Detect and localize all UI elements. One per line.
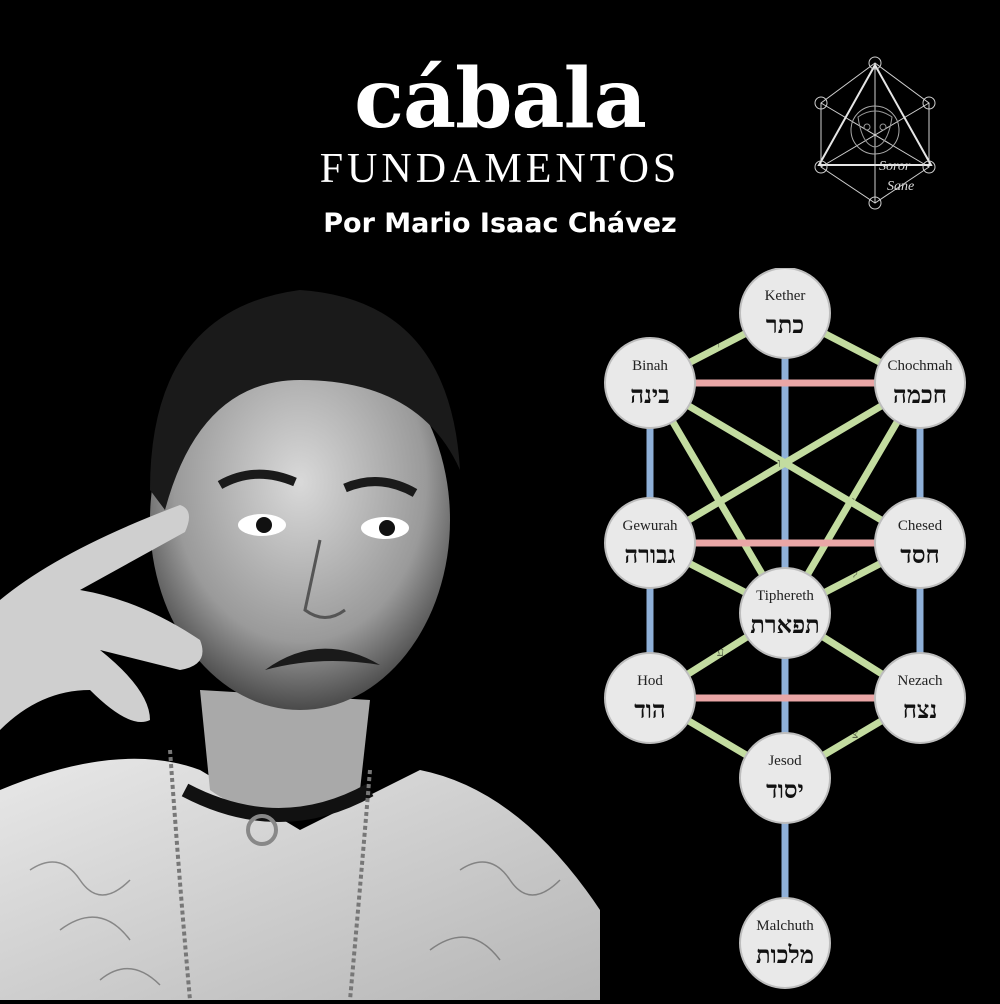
sephira-name-gewurah: Gewurah (623, 518, 678, 534)
sephira-circle-binah (604, 337, 696, 429)
sephira-circle-jesod (739, 732, 831, 824)
sephira-circle-chesed (874, 497, 966, 589)
logo-text-line1: Soror (879, 159, 911, 174)
path-letter-8: ח (805, 456, 813, 471)
path-letter-16: ס (865, 645, 872, 660)
sephira-nezach: Nezach נצח (874, 652, 966, 744)
sephira-hod: Hod הוד (604, 652, 696, 744)
sephira-circle-nezach (874, 652, 966, 744)
path-letter-6: ח (730, 495, 738, 510)
page-title: cábala (354, 51, 647, 147)
sephira-hebrew-chesed: חסד (900, 540, 939, 569)
path-letter-4: ב (656, 456, 662, 471)
path-letter-3: ש (805, 368, 815, 383)
sephira-hebrew-gewurah: גבורה (624, 540, 675, 569)
sephira-name-hod: Hod (637, 673, 663, 689)
path-letter-11: נ (730, 567, 734, 582)
sephira-circle-chochmah (874, 337, 966, 429)
sephira-gewurah: Gewurah גבורה (604, 497, 696, 589)
sephira-hebrew-jesod: יסוד (766, 775, 804, 804)
path-letter-9: ו (778, 456, 781, 471)
page-subtitle: FUNDAMENTOS (319, 146, 681, 192)
sephira-jesod: Jesod יסוד (739, 732, 831, 824)
sephira-name-chesed: Chesed (898, 518, 943, 534)
author-portrait (0, 270, 600, 1001)
sephira-kether: Kether כתר (739, 267, 831, 359)
path-letter-1: ו (717, 337, 720, 352)
path-letter-15: ע (717, 645, 724, 660)
path-letter-14: כ (926, 613, 932, 628)
sephira-chesed: Chesed חסד (874, 497, 966, 589)
sephira-hebrew-kether: כתר (766, 310, 804, 339)
sephira-hebrew-binah: בינה (630, 380, 669, 409)
tree-of-life-diagram: הודשבבחטחואנלפכעסמצתKetherכתרBinahבינהCh… (590, 267, 1000, 998)
sephira-circle-gewurah (604, 497, 696, 589)
path-letter-13: פ (656, 613, 663, 628)
path-chochmah-gewurah (648, 379, 922, 547)
sephira-circle-malchuth (739, 897, 831, 989)
sephira-name-nezach: Nezach (898, 673, 943, 689)
path-letter-18: מ (805, 683, 813, 698)
sephira-name-tiphereth: Tiphereth (756, 588, 814, 604)
sephira-name-binah: Binah (632, 358, 668, 374)
path-letter-0: ה (865, 337, 872, 352)
sephira-circle-kether (739, 267, 831, 359)
path-letter-10: א (805, 528, 813, 543)
path-letter-21: ת (791, 854, 799, 869)
sephira-name-malchuth: Malchuth (756, 918, 814, 934)
path-letter-20: צ (852, 727, 859, 742)
sephira-circle-tiphereth (739, 567, 831, 659)
sephira-circle-hod (604, 652, 696, 744)
path-letter-12: ל (851, 567, 858, 582)
sephira-hebrew-chochmah: חכמה (893, 380, 947, 409)
sephira-name-chochmah: Chochmah (888, 358, 953, 374)
sephira-chochmah: Chochmah חכמה (874, 337, 966, 429)
logo-text-line2: Sane (887, 179, 915, 194)
path-letter-5: ב (926, 456, 932, 471)
sephira-name-kether: Kether (765, 288, 806, 304)
sephira-tiphereth: Tiphereth תפארת (739, 567, 831, 659)
sephira-hebrew-hod: הוד (634, 695, 666, 724)
sephira-binah: Binah בינה (604, 337, 696, 429)
sephira-name-jesod: Jesod (768, 753, 802, 769)
sephira-hebrew-malchuth: מלכות (756, 940, 814, 969)
sephira-malchuth: Malchuth מלכות (739, 897, 831, 989)
sephira-hebrew-tiphereth: תפארת (750, 610, 820, 639)
brand-logo: Soror Sane (803, 55, 948, 215)
sephira-hebrew-nezach: נצח (903, 695, 938, 724)
author-line: Por Mario Isaac Chávez (323, 208, 677, 239)
